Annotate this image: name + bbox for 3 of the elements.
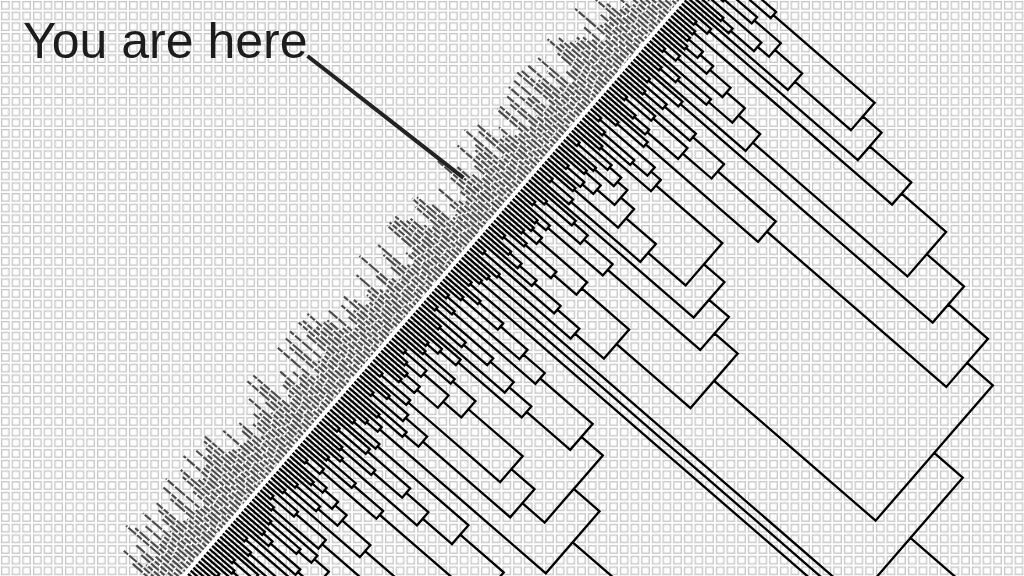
species-label-mark	[463, 177, 500, 210]
leader-line	[306, 54, 465, 180]
callout-text: You are here	[23, 16, 308, 66]
